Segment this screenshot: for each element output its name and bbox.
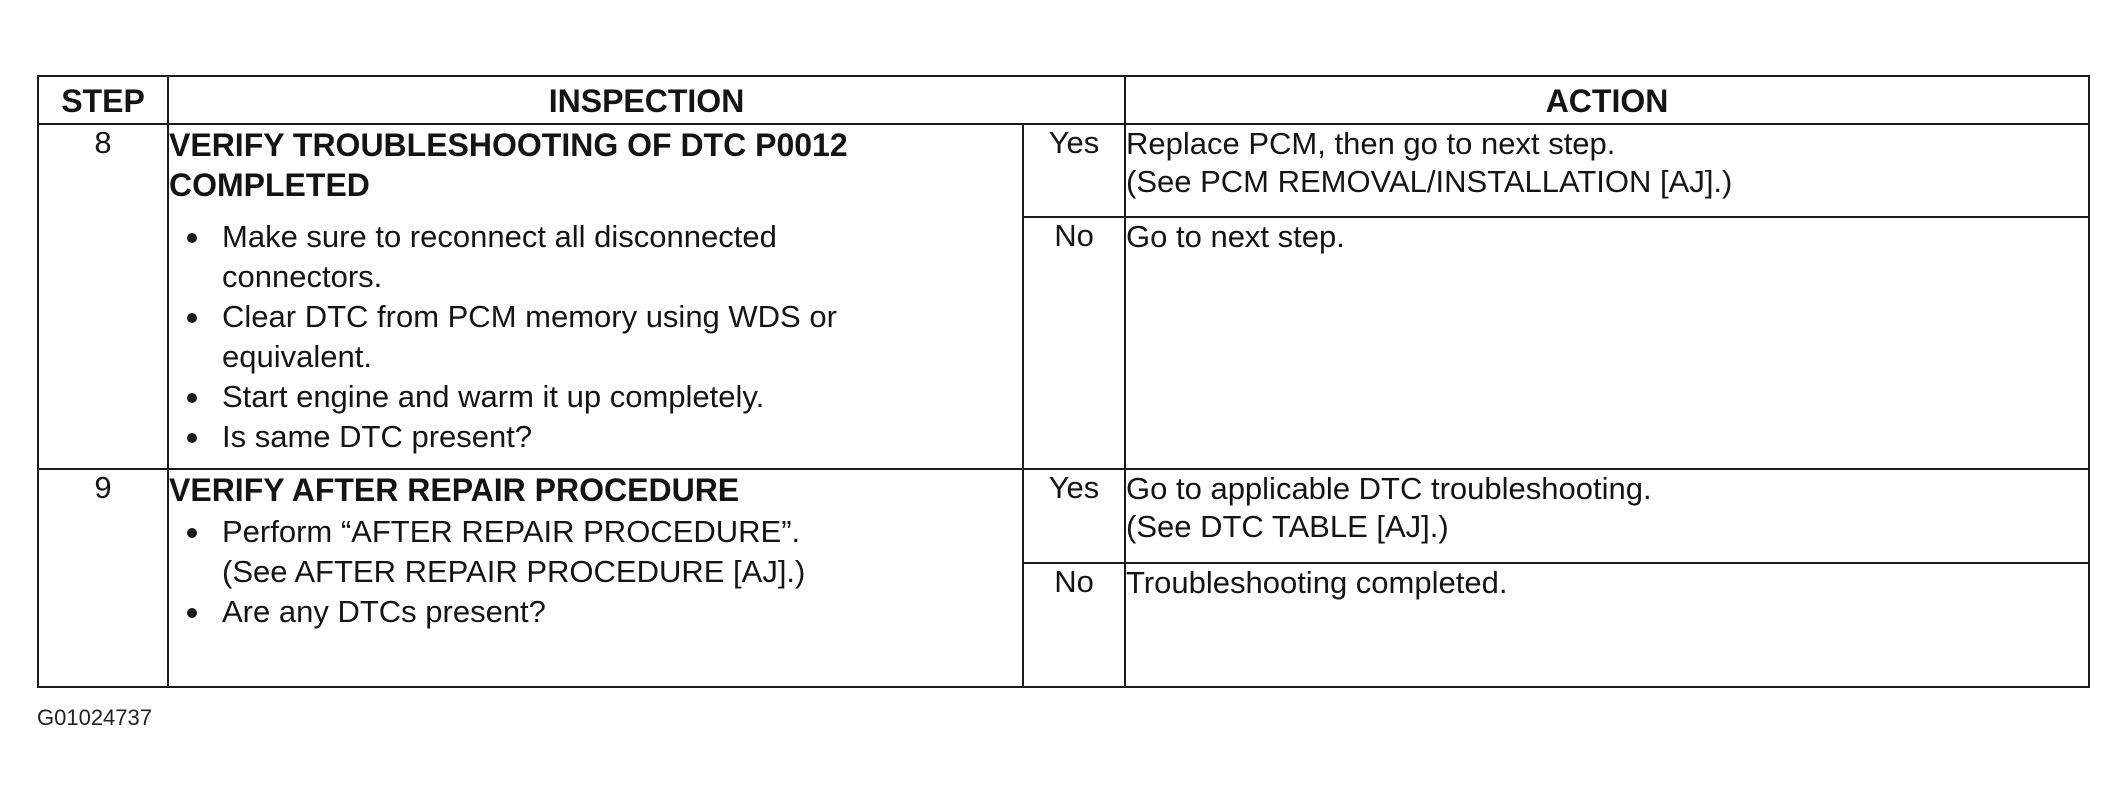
list-item: Make sure to reconnect all disconnected …: [169, 217, 1022, 297]
bullet-icon: [187, 233, 197, 243]
list-item: Clear DTC from PCM memory using WDS or e…: [169, 297, 1022, 377]
no-action: Troubleshooting completed.: [1124, 562, 2091, 688]
list-item: Is same DTC present?: [169, 417, 1022, 457]
yes-label: Yes: [1021, 468, 1127, 564]
header-step: STEP: [37, 75, 169, 125]
yes-action: Replace PCM, then go to next step. (See …: [1124, 123, 2091, 218]
figure-id: G01024737: [37, 705, 152, 730]
inspection-title-cell: VERIFY TROUBLESHOOTING OF DTC P0012 COMP…: [167, 123, 1024, 217]
inspection-cell: VERIFY AFTER REPAIR PROCEDURE Perform “A…: [167, 468, 1024, 688]
list-item: Perform “AFTER REPAIR PROCEDURE”. (See A…: [169, 512, 1022, 592]
table-row: 9 VERIFY AFTER REPAIR PROCEDURE Perform …: [37, 468, 2091, 688]
yes-action: Go to applicable DTC troubleshooting. (S…: [1124, 468, 2091, 564]
list-item: Are any DTCs present?: [169, 592, 1022, 632]
bullet-icon: [187, 608, 197, 618]
table-header-row: STEP INSPECTION ACTION: [37, 75, 2091, 125]
table-row: 8 VERIFY TROUBLESHOOTING OF DTC P0012 CO…: [37, 123, 2091, 470]
inspection-bullet-list: Perform “AFTER REPAIR PROCEDURE”. (See A…: [169, 512, 1022, 632]
table-row: No Troubleshooting completed.: [38, 562, 2091, 688]
dtc-inspection-table: STEP INSPECTION ACTION 8 VERIFY TROUBLES…: [37, 75, 2091, 688]
yes-label: Yes: [1021, 123, 1127, 218]
list-item: Start engine and warm it up completely.: [169, 377, 1022, 417]
bullet-icon: [187, 393, 197, 403]
no-label: No: [1021, 562, 1127, 688]
bullet-icon: [187, 433, 197, 443]
inspection-bullets-cell: Make sure to reconnect all disconnected …: [167, 217, 1024, 470]
step-number: 9: [37, 468, 169, 688]
inspection-title: VERIFY AFTER REPAIR PROCEDURE: [169, 472, 740, 508]
header-action: ACTION: [1124, 75, 2091, 125]
no-label: No: [1021, 216, 1127, 470]
no-action: Go to next step.: [1124, 216, 2091, 470]
header-inspection: INSPECTION: [166, 75, 1127, 125]
bullet-icon: [187, 313, 197, 323]
inspection-bullet-list: Make sure to reconnect all disconnected …: [169, 217, 1022, 457]
step-number: 8: [37, 123, 169, 470]
bullet-icon: [187, 528, 197, 538]
table-row: Make sure to reconnect all disconnected …: [38, 216, 2091, 470]
inspection-title: VERIFY TROUBLESHOOTING OF DTC P0012 COMP…: [169, 127, 848, 203]
